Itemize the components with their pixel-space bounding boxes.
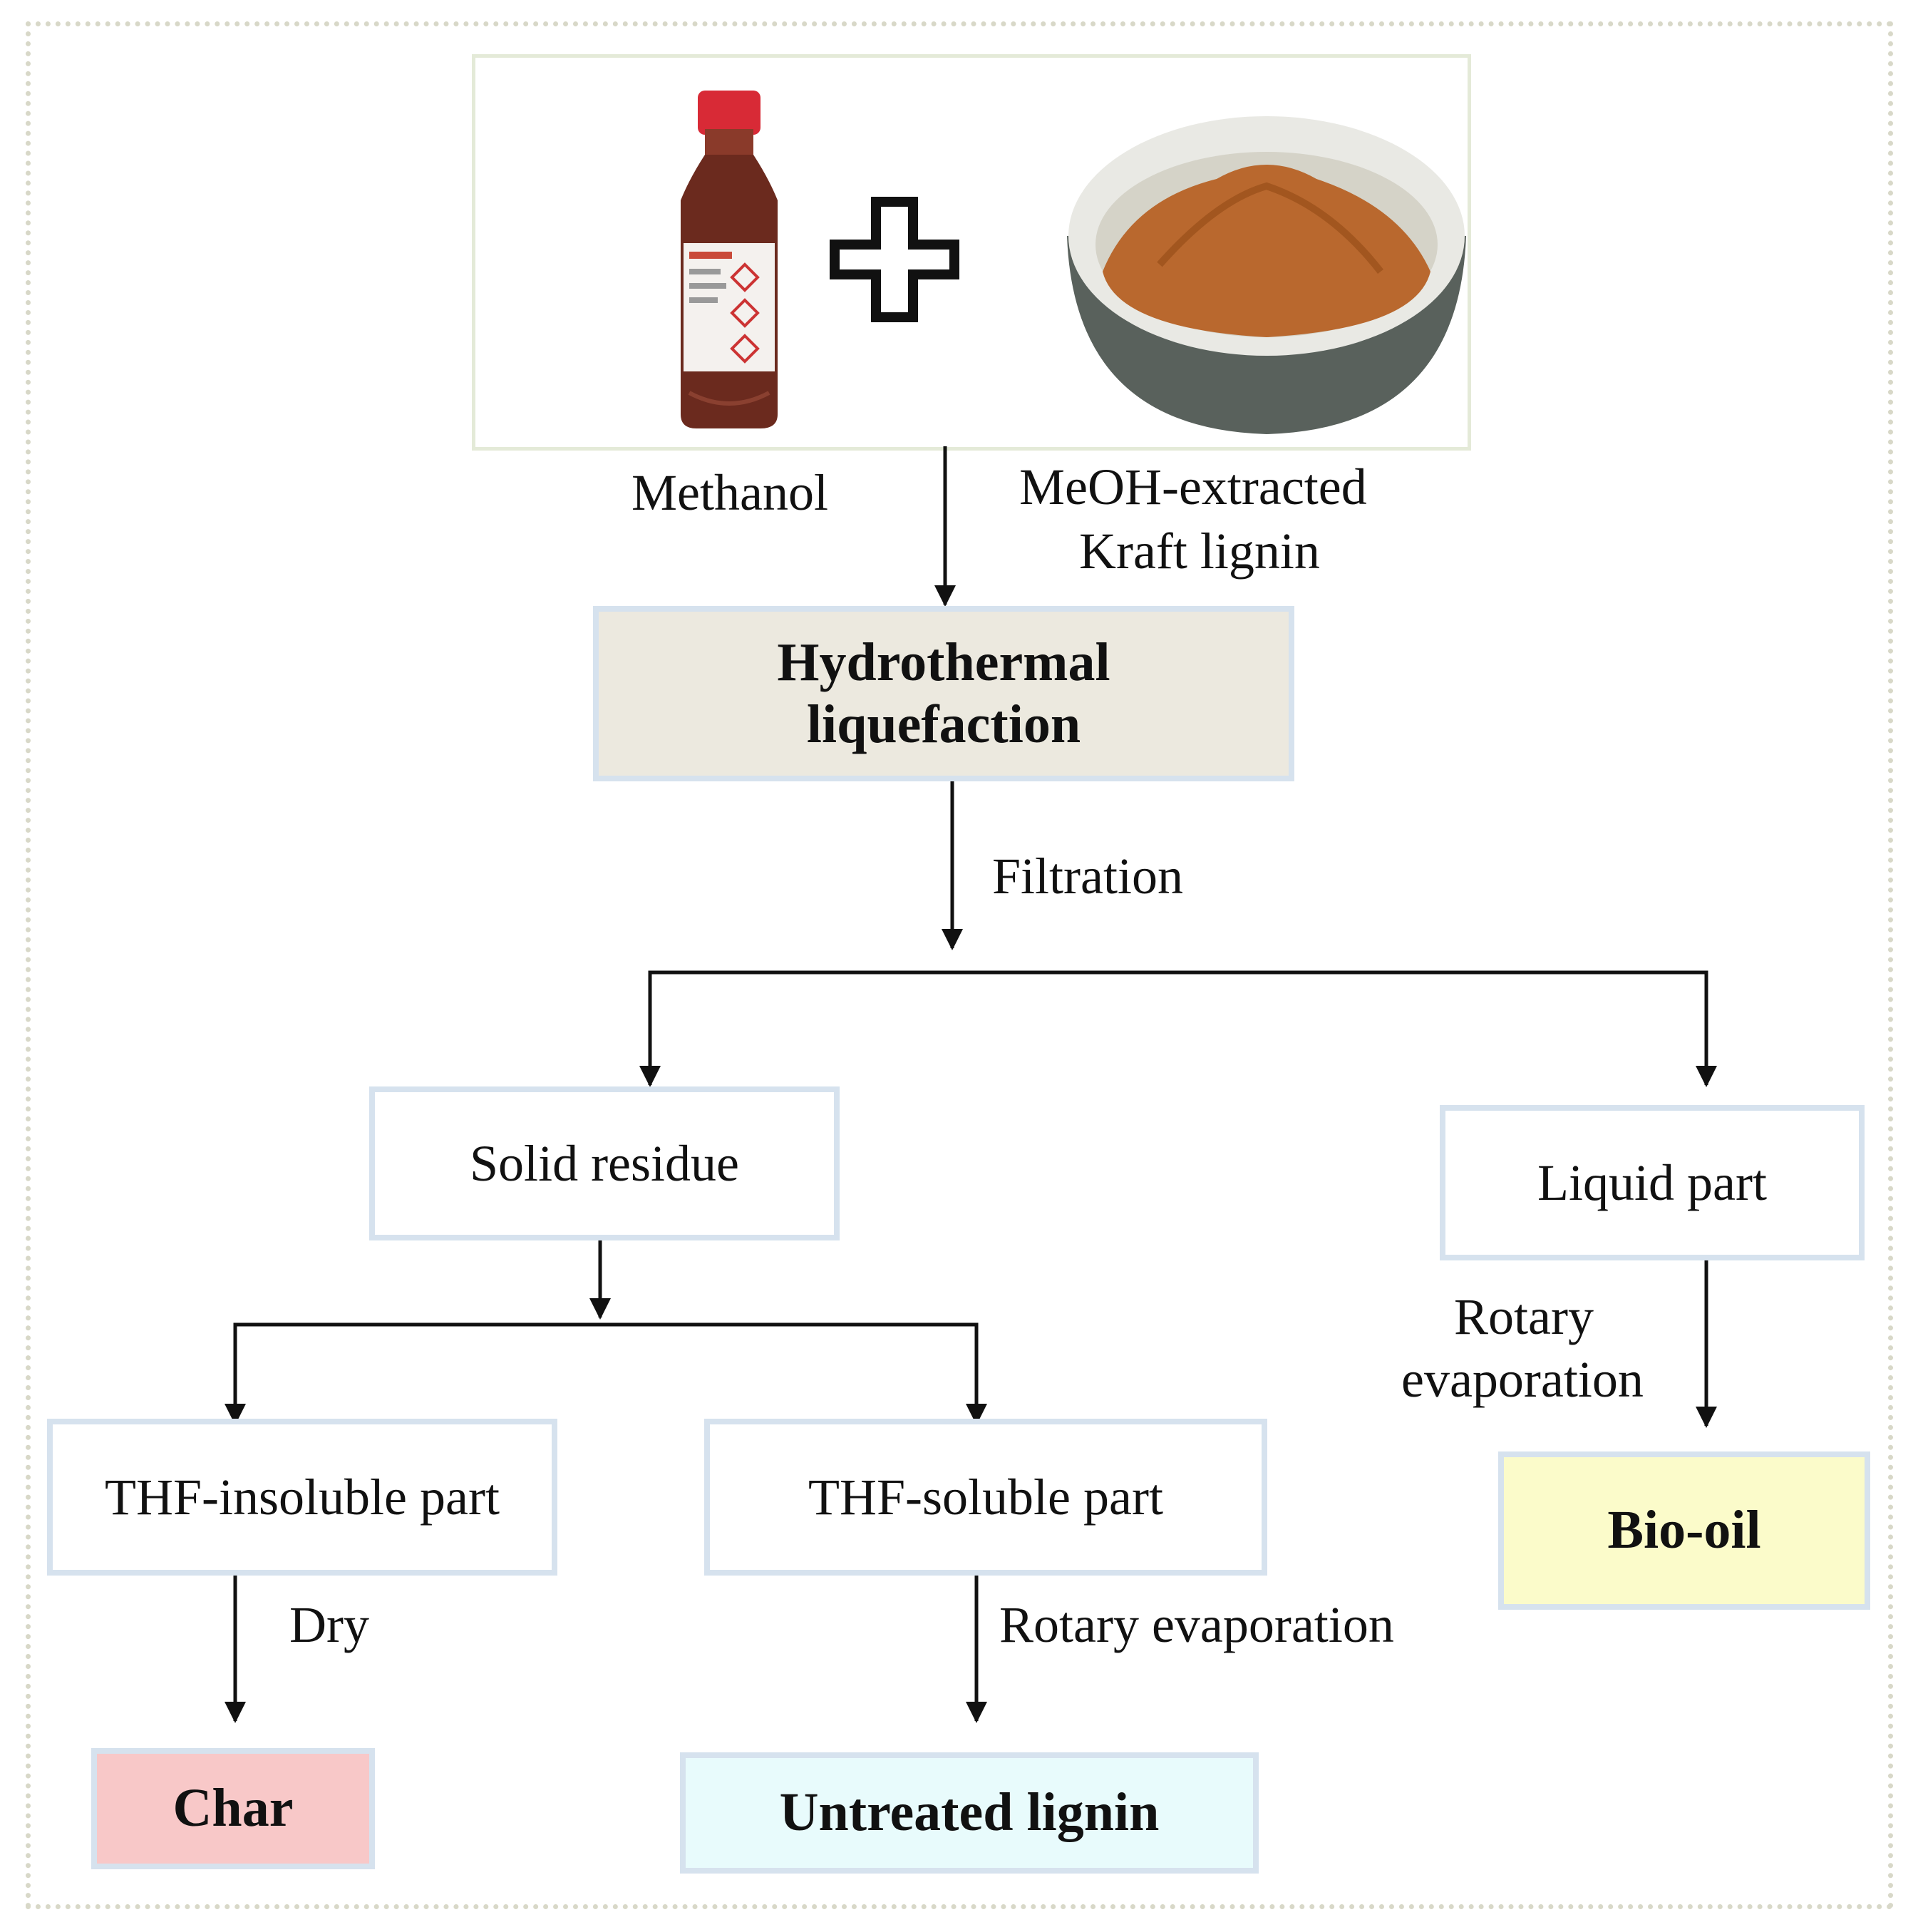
lignin-label-line1: MeOH-extracted	[1019, 458, 1367, 515]
rotary-liquid-line1: Rotary	[1454, 1288, 1594, 1345]
filtration-label: Filtration	[992, 848, 1183, 905]
split-line-filtration	[648, 970, 1708, 1081]
solid-residue-box: Solid residue	[369, 1086, 840, 1240]
solid-residue-label: Solid residue	[470, 1134, 739, 1192]
thf-insoluble-label: THF-insoluble part	[105, 1468, 500, 1526]
rotary-soluble-label: Rotary evaporation	[999, 1596, 1394, 1653]
dry-label: Dry	[289, 1596, 369, 1653]
thf-soluble-label: THF-soluble part	[808, 1468, 1163, 1526]
htl-line1: Hydrothermal	[777, 632, 1110, 692]
lignin-bowl-icon	[1067, 116, 1466, 434]
char-label: Char	[172, 1778, 294, 1839]
thf-insoluble-box: THF-insoluble part	[47, 1419, 557, 1576]
inputs-image-panel	[472, 54, 1471, 451]
methanol-bottle-icon	[681, 91, 778, 428]
untreated-lignin-label: Untreated lignin	[779, 1782, 1160, 1843]
split-line-solid	[233, 1322, 979, 1419]
dotted-frame	[26, 21, 1893, 1909]
htl-line2: liquefaction	[806, 694, 1081, 754]
lignin-label-line2: Kraft lignin	[1079, 523, 1320, 580]
liquid-part-label: Liquid part	[1537, 1153, 1767, 1211]
untreated-lignin-box: Untreated lignin	[680, 1752, 1259, 1874]
char-box: Char	[91, 1748, 375, 1869]
thf-soluble-box: THF-soluble part	[704, 1419, 1267, 1576]
htl-box: Hydrothermal liquefaction	[593, 606, 1294, 781]
plus-icon	[830, 197, 959, 322]
inputs-illustration	[681, 91, 1466, 434]
rotary-liquid-line2: evaporation	[1401, 1351, 1644, 1408]
bio-oil-box: Bio-oil	[1498, 1451, 1870, 1610]
bio-oil-label: Bio-oil	[1607, 1500, 1761, 1561]
methanol-label: Methanol	[631, 464, 828, 521]
liquid-part-box: Liquid part	[1440, 1105, 1865, 1260]
